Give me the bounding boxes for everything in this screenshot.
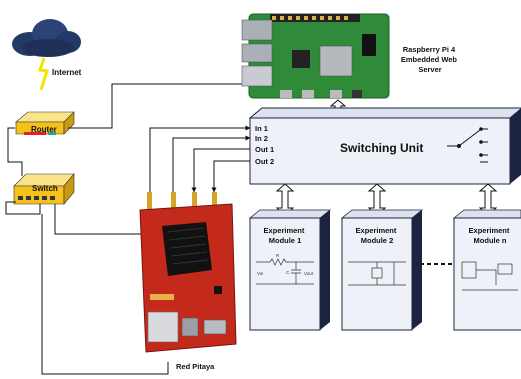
network-cables — [5, 83, 250, 375]
router-label: Router — [31, 125, 57, 134]
module-n-label: Experiment Module n — [469, 226, 512, 245]
module-2-label: Experiment Module 2 — [356, 226, 399, 245]
port-in2: In 2 — [255, 134, 268, 143]
switch-symbol-icon — [447, 127, 488, 163]
capacitor-label: C — [286, 270, 290, 275]
module-n-schematic — [461, 261, 518, 291]
module-1-label: Experiment Module 1 — [264, 226, 307, 245]
red-pitaya-label: Red Pitaya — [176, 362, 215, 371]
red-pitaya-board — [139, 192, 237, 353]
experiment-module-2 — [340, 209, 424, 331]
switch-label: Switch — [32, 184, 58, 193]
internet-label: Internet — [52, 68, 82, 77]
signal-lines — [149, 125, 251, 193]
rc-circuit-schematic — [256, 258, 314, 285]
cloud-icon — [12, 19, 81, 57]
router-icon — [15, 111, 75, 135]
switching-unit-box — [248, 107, 521, 185]
port-out1: Out 1 — [255, 145, 274, 154]
switch-icon — [13, 173, 75, 205]
experiment-module-1 — [248, 209, 332, 331]
port-out2: Out 2 — [255, 157, 274, 166]
switching-unit-label: Switching Unit — [340, 141, 423, 155]
port-in1: In 1 — [255, 124, 268, 133]
raspberry-pi-board — [241, 13, 390, 99]
vout-label: Vout — [304, 271, 314, 276]
rpi-label: Raspberry Pi 4 Embedded Web Server — [401, 45, 459, 74]
resistor-label: R — [276, 253, 280, 258]
lightning-icon — [38, 57, 49, 91]
vin-label: Vin — [257, 271, 264, 276]
module-2-schematic — [348, 261, 406, 286]
